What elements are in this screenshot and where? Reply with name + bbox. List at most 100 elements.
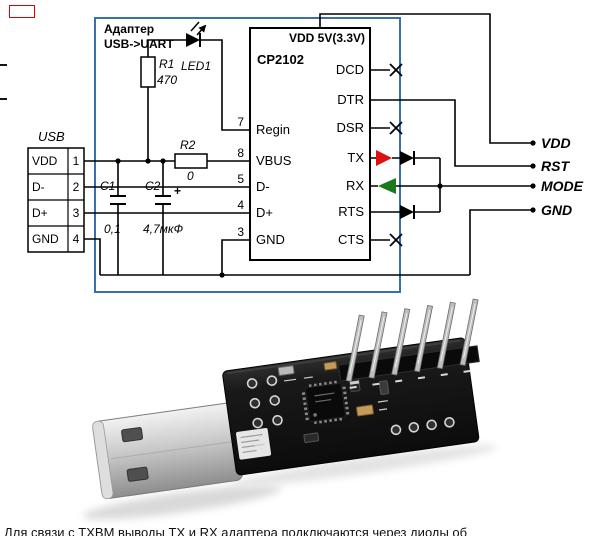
pcb-board xyxy=(222,337,480,476)
pin-highlights xyxy=(349,303,476,374)
signal-markers xyxy=(376,150,415,219)
diode-icon xyxy=(400,151,414,165)
component-r1: R1 470 xyxy=(140,56,177,88)
ic-pin-number: 5 xyxy=(237,172,244,186)
ic-pin-label: GND xyxy=(256,232,285,247)
ic-pin-label: RX xyxy=(346,178,364,193)
terminal-dot xyxy=(530,140,536,146)
terminal-dot xyxy=(530,207,536,213)
output-label-gnd: GND xyxy=(541,202,572,218)
solder-pad xyxy=(249,397,261,409)
adapter-module xyxy=(82,298,498,520)
pin-header xyxy=(337,298,480,382)
ic-body xyxy=(249,27,371,261)
no-connect-x-icon xyxy=(389,63,403,247)
led-icon xyxy=(186,33,200,47)
chip-body xyxy=(305,382,346,422)
component-c1: C1 0,1 xyxy=(100,179,126,236)
chip-print-marks xyxy=(314,392,335,403)
led1-label: LED1 xyxy=(181,59,211,73)
ic-pin-label: RTS xyxy=(338,204,364,219)
ic-pin-number: 3 xyxy=(237,225,244,239)
ic-power-label: VDD 5V(3.3V) xyxy=(289,31,365,45)
capacitor-plates xyxy=(155,195,171,205)
ic-cp2102: VDD 5V(3.3V) CP2102 Regin VBUS D- D+ GND… xyxy=(237,27,371,261)
solder-pad xyxy=(269,395,281,406)
usb-pin-number: 1 xyxy=(73,154,80,168)
caption-clipped: Для связи с ТХВМ выводы TX и RX адаптера… xyxy=(4,527,468,536)
usb-pin-name: GND xyxy=(32,232,59,246)
c1-value-label: 0,1 xyxy=(104,222,121,236)
junction-dot xyxy=(145,158,151,164)
c2-polarity-mark: + xyxy=(174,184,181,198)
r1-value-label: 470 xyxy=(157,73,177,87)
ic-pin-label: VBUS xyxy=(256,153,292,168)
edge-tick xyxy=(0,64,7,66)
smd-stripe xyxy=(349,380,360,385)
capacitor-plates xyxy=(110,195,126,205)
r2-ref-label: R2 xyxy=(180,138,196,152)
adapter-title-line2: USB->UART xyxy=(104,37,174,51)
r1-ref-label: R1 xyxy=(159,57,174,71)
module-photo-illustration xyxy=(82,298,498,520)
chip-dot xyxy=(313,413,317,417)
solder-pad xyxy=(390,424,402,436)
usb-pin-name: VDD xyxy=(32,154,58,168)
usb-pin-name: D- xyxy=(32,180,45,194)
through-hole-pads xyxy=(246,375,455,436)
shadow xyxy=(82,485,282,520)
resistor-body xyxy=(140,56,156,88)
usb-connector: USB VDD D- D+ GND 1 2 3 4 xyxy=(27,129,85,253)
smd-component xyxy=(356,404,374,417)
usb-uart-schematic: Адаптер USB->UART USB VDD D- D+ GND 1 2 … xyxy=(27,13,584,293)
ic-pin-number: 8 xyxy=(237,146,244,160)
led-emission-arrows-icon xyxy=(190,22,205,36)
label-print-marks xyxy=(240,433,264,454)
usb-pin-name: D+ xyxy=(32,206,48,220)
c2-ref-label: C2 xyxy=(145,179,161,193)
junction-dot xyxy=(437,183,443,189)
r2-value-label: 0 xyxy=(187,169,194,183)
ic-pin-number: 7 xyxy=(237,115,244,129)
c1-ref-label: C1 xyxy=(100,179,115,193)
solder-pad xyxy=(272,414,283,426)
ic-pin-label: DCD xyxy=(336,62,364,77)
usb-title: USB xyxy=(38,129,65,144)
ic-pin-label: DSR xyxy=(337,120,364,135)
cp2102-chip xyxy=(301,380,350,425)
junction-dot xyxy=(160,158,166,164)
usb-pin-number: 4 xyxy=(73,232,80,246)
shadow xyxy=(229,445,498,487)
usb-plug-front-edge xyxy=(92,420,114,500)
usb-plug xyxy=(92,402,244,500)
usb-plug-hole xyxy=(121,427,144,443)
solder-pad xyxy=(444,417,455,428)
tx-direction-icon xyxy=(376,150,392,166)
red-highlight-marker xyxy=(9,5,35,18)
terminal-dot xyxy=(530,163,536,169)
component-led1: LED1 xyxy=(181,22,211,73)
pcb-white-label xyxy=(235,427,272,460)
ic-pin-label: D- xyxy=(256,179,270,194)
ic-pin-number: 4 xyxy=(237,198,244,212)
solder-pad xyxy=(266,375,278,386)
component-c2: + C2 4,7мкФ xyxy=(143,179,184,236)
ic-pin-label: Regin xyxy=(256,122,290,137)
rx-direction-icon xyxy=(378,178,396,194)
junction-dots xyxy=(115,158,443,278)
usb-pin-number: 2 xyxy=(73,180,80,194)
usb-pin-number: 3 xyxy=(73,206,80,220)
schematic-wires xyxy=(84,13,531,276)
silkscreen-marks xyxy=(254,376,388,447)
output-label-rst: RST xyxy=(541,158,570,174)
smd-component xyxy=(378,380,390,395)
adapter-title-line1: Адаптер xyxy=(104,22,154,36)
output-terminals: VDD RST MODE GND xyxy=(530,135,584,218)
ic-pin-label: TX xyxy=(347,150,364,165)
edge-tick xyxy=(0,98,7,100)
ic-pin-label: DTR xyxy=(337,92,364,107)
terminal-dot xyxy=(530,183,536,189)
usb-plug-seam xyxy=(111,441,235,460)
smd-component xyxy=(303,432,320,444)
ic-pin-label: CTS xyxy=(338,232,364,247)
